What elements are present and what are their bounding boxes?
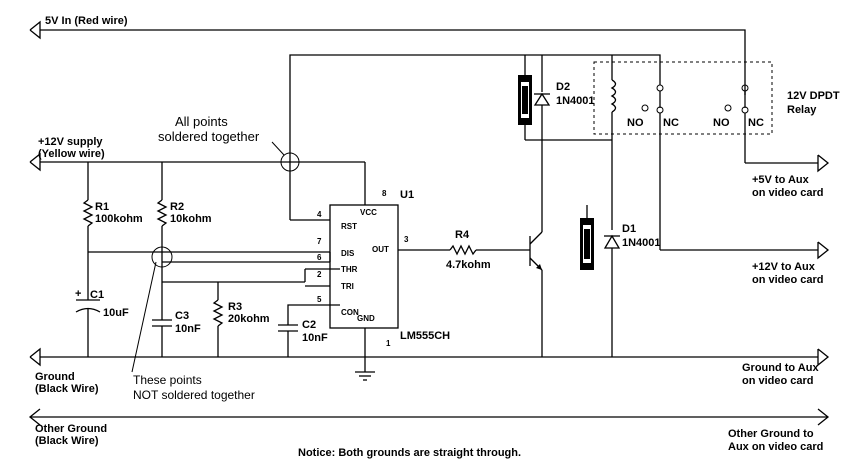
pin-8: 8 bbox=[382, 189, 387, 198]
label-r1: R1 bbox=[95, 201, 109, 213]
label-nc-b: NC bbox=[748, 117, 764, 129]
label-relay-2: Relay bbox=[787, 104, 817, 116]
pin-label-thr: THR bbox=[341, 265, 358, 274]
ground-symbol bbox=[355, 371, 375, 381]
label-r2: R2 bbox=[170, 201, 184, 213]
resistor-r3 bbox=[212, 299, 224, 357]
label-relay: 12V DPDT bbox=[787, 90, 840, 102]
label-c3-value: 10nF bbox=[175, 323, 201, 335]
label-soldered: All points bbox=[175, 114, 228, 129]
timing-wires bbox=[88, 251, 340, 300]
label-c1: C1 bbox=[90, 289, 104, 301]
relay-contacts-b bbox=[724, 84, 749, 163]
pin-label-dis: DIS bbox=[341, 249, 355, 258]
pin-3: 3 bbox=[404, 235, 409, 244]
not-soldered-marker bbox=[131, 246, 173, 373]
pin-label-rst: RST bbox=[341, 222, 357, 231]
label-r4-value: 4.7kohm bbox=[446, 259, 491, 271]
label-5v-in: 5V In (Red wire) bbox=[45, 15, 128, 27]
soldered-marker bbox=[271, 141, 300, 172]
label-aux-gnd: Ground to Aux bbox=[742, 362, 819, 374]
pin-label-vcc: VCC bbox=[360, 208, 377, 217]
pin-label-con: CON bbox=[341, 308, 359, 317]
label-aux-12v-2: on video card bbox=[752, 274, 824, 286]
capacitor-c2 bbox=[278, 304, 340, 357]
label-d1: D1 bbox=[622, 223, 636, 235]
pin-label-out: OUT bbox=[372, 245, 389, 254]
pin-4: 4 bbox=[317, 210, 322, 219]
capacitor-c3 bbox=[152, 319, 172, 357]
label-12v-supply: +12V supply bbox=[38, 136, 103, 148]
resistor-r1 bbox=[82, 162, 94, 300]
label-u1: U1 bbox=[400, 189, 414, 201]
label-c2: C2 bbox=[302, 319, 316, 331]
label-other-ground-2: (Black Wire) bbox=[35, 435, 99, 447]
relay-contacts-a bbox=[641, 84, 664, 250]
resistor-r4 bbox=[449, 244, 530, 256]
label-ground: Ground bbox=[35, 371, 75, 383]
transistor-npn bbox=[529, 140, 543, 357]
rail-5v-in bbox=[29, 20, 746, 95]
label-not-soldered: These points bbox=[133, 373, 202, 387]
label-aux-other-gnd: Other Ground to bbox=[728, 428, 814, 440]
label-aux-5v: +5V to Aux bbox=[752, 174, 810, 186]
label-r3: R3 bbox=[228, 301, 242, 313]
label-other-ground: Other Ground bbox=[35, 423, 107, 435]
pin-2: 2 bbox=[317, 270, 322, 279]
label-c1-plus: + bbox=[75, 288, 81, 300]
label-aux-5v-2: on video card bbox=[752, 187, 824, 199]
relay-box bbox=[593, 61, 773, 135]
label-d2-value: 1N4001 bbox=[556, 95, 595, 107]
label-nc-a: NC bbox=[663, 117, 679, 129]
label-c3: C3 bbox=[175, 310, 189, 322]
pin-label-gnd: GND bbox=[357, 314, 375, 323]
resistor-r2 bbox=[156, 162, 168, 320]
label-aux-other-gnd-2: Aux on video card bbox=[728, 441, 823, 453]
bus-top bbox=[289, 54, 661, 220]
label-c2-value: 10nF bbox=[302, 332, 328, 344]
diode-d2 bbox=[518, 75, 612, 141]
label-r2-value: 10kohm bbox=[170, 213, 212, 225]
rail-ground bbox=[29, 347, 830, 367]
relay-coil bbox=[610, 75, 617, 140]
output-aux-12v bbox=[660, 241, 830, 260]
rail-other-ground bbox=[28, 408, 830, 426]
label-12v-supply-2: (Yellow wire) bbox=[38, 148, 105, 160]
label-c1-value: 10uF bbox=[103, 307, 129, 319]
output-aux-5v bbox=[745, 154, 830, 173]
label-ground-2: (Black Wire) bbox=[35, 383, 99, 395]
diode-d1 bbox=[580, 140, 621, 357]
label-aux-12v: +12V to Aux bbox=[752, 261, 816, 273]
label-no-b: NO bbox=[713, 117, 730, 129]
label-soldered-2: soldered together bbox=[158, 129, 260, 144]
rail-12v-supply bbox=[29, 152, 290, 172]
label-r3-value: 20kohm bbox=[228, 313, 270, 325]
pin-6: 6 bbox=[317, 253, 322, 262]
ic-u1-555 bbox=[290, 204, 450, 372]
pin-label-tri: TRI bbox=[341, 282, 354, 291]
label-d1-value: 1N4001 bbox=[622, 237, 661, 249]
label-u1-part: LM555CH bbox=[400, 330, 450, 342]
label-d2: D2 bbox=[556, 81, 570, 93]
label-r4: R4 bbox=[455, 229, 470, 241]
label-not-soldered-2: NOT soldered together bbox=[133, 388, 255, 402]
pin-5: 5 bbox=[317, 295, 322, 304]
capacitor-c1 bbox=[75, 299, 101, 357]
label-notice: Notice: Both grounds are straight throug… bbox=[298, 447, 521, 459]
pin-7: 7 bbox=[317, 237, 322, 246]
pin-1: 1 bbox=[386, 339, 391, 348]
label-no-a: NO bbox=[627, 117, 644, 129]
label-r1-value: 100kohm bbox=[95, 213, 143, 225]
label-aux-gnd-2: on video card bbox=[742, 375, 814, 387]
